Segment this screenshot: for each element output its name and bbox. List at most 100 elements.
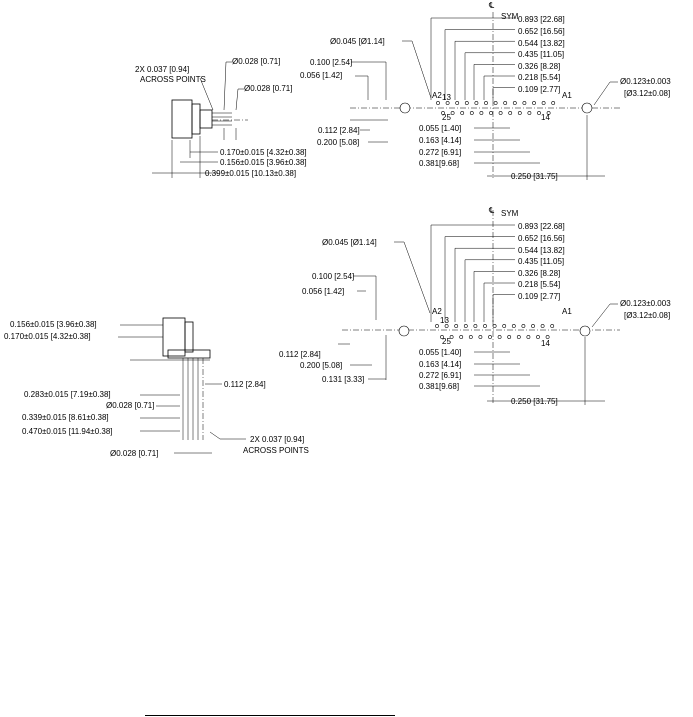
- dim-label: 0.218 [5.54]: [518, 280, 560, 289]
- mount-hole-label: Ø0.123±0.003: [620, 299, 671, 308]
- pin-pad: [468, 335, 473, 339]
- pin-label: A1: [562, 307, 572, 316]
- row-dim-label: 0.272 [6.91]: [419, 371, 461, 380]
- leader-line: [223, 61, 232, 111]
- leader-line: [394, 241, 431, 314]
- pin-pad: [484, 101, 488, 105]
- pin-pad: [516, 335, 521, 339]
- pin-pad: [436, 101, 440, 105]
- pin-pad: [449, 335, 454, 339]
- hole-diameter-label: Ø0.045 [Ø1.14]: [330, 37, 385, 46]
- side-view-straight: 2X 0.037 [0.94] ACROSS POINTS Ø0.028 [0.…: [135, 57, 307, 178]
- pin-pad: [527, 111, 532, 115]
- dimension-label: 0.283±0.015 [7.19±0.38]: [24, 390, 111, 399]
- pin-pad: [497, 335, 502, 339]
- leader-line: [235, 88, 244, 111]
- pin-pad: [464, 101, 469, 105]
- pin-pad: [454, 324, 459, 328]
- pin-pad: [445, 101, 450, 105]
- pin-pad: [455, 101, 460, 105]
- dimension-ladders: [430, 17, 515, 322]
- pin-pad: [507, 335, 512, 339]
- dim-label: 0.326 [8.28]: [518, 269, 560, 278]
- hole-diameter-label: Ø0.045 [Ø1.14]: [322, 238, 377, 247]
- row-dim-label: 0.272 [6.91]: [419, 148, 461, 157]
- pin-pad: [550, 324, 555, 328]
- centerline-symbol: ℄: [488, 206, 495, 215]
- pin-diameter-label: Ø0.028 [0.71]: [244, 84, 292, 93]
- pin-pad: [463, 324, 468, 328]
- pin-pad: [489, 111, 493, 115]
- dimension-label: 0.170±0.015 [4.32±0.38]: [4, 332, 91, 341]
- dim-label: 0.109 [2.77]: [518, 292, 560, 301]
- dim-label: 0.544 [13.82]: [518, 246, 565, 255]
- pin-label: 25: [442, 337, 451, 346]
- pin-pad: [511, 324, 516, 328]
- row-dim-label: 0.055 [1.40]: [419, 348, 461, 357]
- dim-label: 0.112 [2.84]: [318, 126, 360, 135]
- pin-pad: [537, 111, 541, 115]
- sym-label: SYM: [501, 12, 519, 21]
- leader-line: [591, 303, 618, 328]
- pin-row-top: [436, 101, 556, 105]
- pin-pad: [444, 324, 449, 328]
- dimension-label: 0.156±0.015 [3.96±0.38]: [220, 158, 307, 167]
- row-dim-label: 0.163 [4.14]: [419, 136, 461, 145]
- pin-pad: [474, 101, 479, 105]
- pin-label: A1: [562, 91, 572, 100]
- pin-row-bottom: [441, 111, 551, 115]
- pin-pad: [492, 324, 497, 328]
- across-points-label: 2X 0.037 [0.94]: [135, 65, 189, 74]
- pin-pad: [503, 101, 508, 105]
- connector-shell: [199, 109, 213, 129]
- pin-pad: [531, 324, 535, 328]
- dim-label: 0.435 [11.05]: [518, 50, 564, 59]
- pin-label: A2: [432, 91, 442, 100]
- dim-label: 0.652 [16.56]: [518, 234, 565, 243]
- dimension-label: 0.170±0.015 [4.32±0.38]: [220, 148, 307, 157]
- footer-rule: [145, 715, 395, 716]
- dim-label: 0.893 [22.68]: [518, 15, 565, 24]
- pin-diameter-label: Ø0.028 [0.71]: [106, 401, 154, 410]
- mount-hole-right: [581, 102, 593, 114]
- leader-line: [209, 431, 246, 440]
- pin-pad: [541, 101, 546, 105]
- mounting-bracket: [167, 349, 211, 359]
- pin-pad: [469, 111, 474, 115]
- dimension-label: 0.399±0.015 [10.13±0.38]: [205, 169, 296, 178]
- centerline-symbol: ℄: [488, 1, 495, 10]
- dim-label: 0.131 [3.33]: [322, 375, 364, 384]
- dim-label: 0.200 [5.08]: [317, 138, 359, 147]
- leader-line: [402, 40, 432, 99]
- dim-label: 0.435 [11.05]: [518, 257, 564, 266]
- pin-pad: [526, 335, 531, 339]
- dimension-label: 0.112 [2.84]: [224, 380, 266, 389]
- row-dim-label: 0.381[9.68]: [419, 159, 459, 168]
- dim-label: 0.652 [16.56]: [518, 27, 565, 36]
- pin-pad: [545, 335, 550, 339]
- dim-label: 0.544 [13.82]: [518, 39, 565, 48]
- leader-line: [593, 81, 618, 106]
- pin-row-bottom: [440, 335, 550, 339]
- pin-pad: [493, 101, 498, 105]
- pin-pad: [551, 101, 556, 105]
- connector-flange: [184, 321, 194, 353]
- pin-pad: [459, 335, 464, 339]
- pin-pad: [479, 111, 484, 115]
- pin-row-top: [435, 324, 555, 328]
- pin-label: 13: [442, 93, 451, 102]
- pin-pad: [478, 335, 483, 339]
- sym-label: SYM: [501, 209, 519, 218]
- mount-hole-right: [579, 325, 591, 337]
- pin-pad: [473, 324, 478, 328]
- pin-pad: [508, 111, 513, 115]
- dim-label: 0.100 [2.54]: [310, 58, 352, 67]
- pin-pad: [540, 324, 545, 328]
- mount-hole-label: [Ø3.12±0.08]: [624, 89, 670, 98]
- span-label: 0.250 [31.75]: [511, 397, 558, 406]
- dimension-label: 0.156±0.015 [3.96±0.38]: [10, 320, 97, 329]
- row-dim-label: 0.055 [1.40]: [419, 124, 461, 133]
- dimension-label: 0.339±0.015 [8.61±0.38]: [22, 413, 109, 422]
- span-label: 0.250 [31.75]: [511, 172, 558, 181]
- pin-pad: [483, 324, 487, 328]
